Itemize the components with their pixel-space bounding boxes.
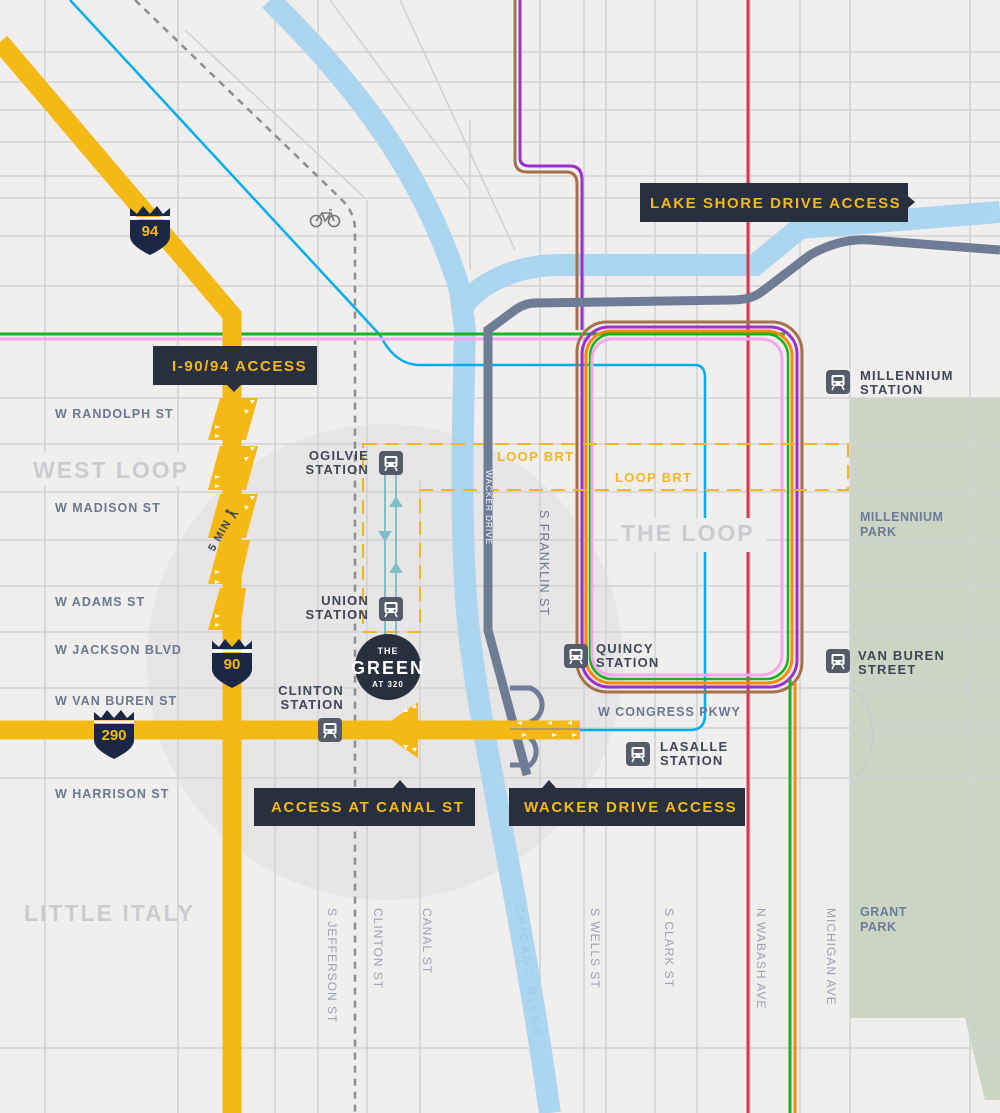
- callout-i90-94[interactable]: I-90/94 ACCESS: [153, 346, 317, 392]
- train-icon: [625, 741, 651, 767]
- svg-text:ACCESS AT CANAL ST: ACCESS AT CANAL ST: [271, 799, 465, 816]
- station-van-buren[interactable]: VAN BUREN STREET: [825, 648, 945, 677]
- svg-text:OGILVIE: OGILVIE: [309, 448, 369, 463]
- station-ogilvie[interactable]: OGILVIE STATION: [305, 448, 404, 477]
- svg-text:94: 94: [142, 223, 159, 240]
- train-icon: [825, 648, 851, 674]
- svg-text:UNION: UNION: [321, 593, 369, 608]
- walking-person-icon: [225, 509, 239, 520]
- svg-text:290: 290: [101, 727, 126, 744]
- svg-text:STATION: STATION: [280, 697, 344, 712]
- svg-text:W JACKSON BLVD: W JACKSON BLVD: [55, 643, 182, 657]
- loop-brown: [575, 320, 804, 694]
- svg-text:STATION: STATION: [305, 462, 369, 477]
- park-labels: MILLENNIUM PARK GRANT PARK: [860, 510, 943, 934]
- svg-text:PARK: PARK: [860, 920, 897, 934]
- svg-text:WACKER DRIVE ACCESS: WACKER DRIVE ACCESS: [524, 799, 737, 816]
- svg-text:S FRANKLIN ST: S FRANKLIN ST: [537, 510, 551, 616]
- callout-wacker-drive[interactable]: WACKER DRIVE ACCESS: [509, 780, 745, 826]
- svg-text:GREEN: GREEN: [351, 658, 425, 678]
- svg-text:PARK: PARK: [860, 525, 897, 539]
- neighborhood-labels: WEST LOOP THE LOOP LITTLE ITALY: [24, 452, 766, 926]
- wacker-ramps: [510, 685, 545, 768]
- metra-rail-line: [134, 0, 357, 1113]
- loop-brt-label-2: LOOP BRT: [615, 470, 692, 485]
- svg-text:I-90/94 ACCESS: I-90/94 ACCESS: [172, 358, 307, 375]
- svg-text:S CLARK ST: S CLARK ST: [662, 908, 676, 988]
- svg-text:CLINTON ST: CLINTON ST: [371, 908, 385, 989]
- station-union[interactable]: UNION STATION: [305, 593, 404, 622]
- loop-brt-route: [362, 443, 849, 633]
- loop-green: [588, 332, 790, 681]
- train-icon: [825, 369, 851, 395]
- i90-shield: 90: [212, 639, 252, 688]
- svg-text:STATION: STATION: [860, 382, 924, 397]
- svg-text:S JEFFERSON ST: S JEFFERSON ST: [325, 908, 339, 1023]
- i94-shield: 94: [130, 206, 170, 255]
- station-lasalle[interactable]: LASALLE STATION: [625, 739, 728, 768]
- svg-text:W VAN BUREN ST: W VAN BUREN ST: [55, 694, 177, 708]
- vertical-street-labels: S JEFFERSON ST CLINTON ST CANAL ST S WEL…: [325, 510, 838, 1023]
- svg-text:STATION: STATION: [305, 607, 369, 622]
- svg-text:STATION: STATION: [596, 655, 660, 670]
- park-areas: [849, 398, 1000, 1100]
- svg-text:LASALLE: LASALLE: [660, 739, 728, 754]
- svg-text:QUINCY: QUINCY: [596, 641, 654, 656]
- svg-text:THE: THE: [378, 646, 399, 656]
- svg-text:STREET: STREET: [858, 662, 916, 677]
- loop-orange: [584, 329, 794, 685]
- svg-text:THE LOOP: THE LOOP: [621, 520, 755, 546]
- train-icon: [378, 450, 404, 476]
- cta-brown-line: [513, 0, 579, 330]
- callout-lake-shore-drive[interactable]: LAKE SHORE DRIVE ACCESS: [640, 183, 915, 222]
- svg-text:LITTLE ITALY: LITTLE ITALY: [24, 900, 195, 926]
- svg-text:S WELLS ST: S WELLS ST: [588, 908, 602, 989]
- svg-text:LAKE SHORE DRIVE ACCESS: LAKE SHORE DRIVE ACCESS: [650, 195, 901, 212]
- svg-text:W MADISON ST: W MADISON ST: [55, 501, 161, 515]
- svg-text:CANAL ST: CANAL ST: [420, 908, 434, 974]
- wacker-drive-label: WACKER DRIVE: [484, 470, 494, 545]
- horizontal-street-labels: W RANDOLPH ST W MADISON ST W ADAMS ST W …: [55, 407, 741, 801]
- train-icon: [378, 596, 404, 622]
- svg-text:AT 320: AT 320: [372, 680, 404, 689]
- svg-text:WEST LOOP: WEST LOOP: [33, 457, 189, 483]
- svg-text:W RANDOLPH ST: W RANDOLPH ST: [55, 407, 174, 421]
- svg-text:W ADAMS ST: W ADAMS ST: [55, 595, 145, 609]
- cta-blue-line: [69, 0, 707, 732]
- wacker-drive: [483, 235, 1000, 777]
- svg-text:VAN BUREN: VAN BUREN: [858, 648, 945, 663]
- loop-pink: [590, 337, 784, 677]
- i290-shield: 290: [94, 710, 134, 759]
- building-marker-the-green[interactable]: THE GREEN AT 320: [351, 634, 425, 700]
- cta-purple-line: [518, 0, 584, 330]
- loop-purple: [580, 325, 799, 689]
- svg-text:STATION: STATION: [660, 753, 724, 768]
- svg-text:GRANT: GRANT: [860, 905, 907, 919]
- chicago-river: [262, 0, 1000, 1113]
- svg-text:W CONGRESS PKWY: W CONGRESS PKWY: [598, 705, 741, 719]
- svg-text:MICHIGAN AVE: MICHIGAN AVE: [824, 908, 838, 1006]
- svg-text:N WABASH AVE: N WABASH AVE: [754, 908, 768, 1009]
- station-millennium[interactable]: MILLENNIUM STATION: [825, 368, 954, 397]
- station-quincy[interactable]: QUINCY STATION: [563, 641, 660, 670]
- bicycle-icon: [309, 209, 341, 228]
- callout-canal-st[interactable]: ACCESS AT CANAL ST: [254, 780, 475, 826]
- train-icon: [563, 643, 589, 669]
- svg-text:CLINTON: CLINTON: [278, 683, 344, 698]
- svg-text:W HARRISON ST: W HARRISON ST: [55, 787, 169, 801]
- svg-text:MILLENNIUM: MILLENNIUM: [860, 510, 943, 524]
- svg-text:MILLENNIUM: MILLENNIUM: [860, 368, 954, 383]
- station-clinton[interactable]: CLINTON STATION: [278, 683, 344, 743]
- loop-brt-label-1: LOOP BRT: [497, 449, 574, 464]
- train-icon: [317, 717, 343, 743]
- i94-route: [0, 35, 242, 1113]
- svg-text:90: 90: [224, 656, 241, 673]
